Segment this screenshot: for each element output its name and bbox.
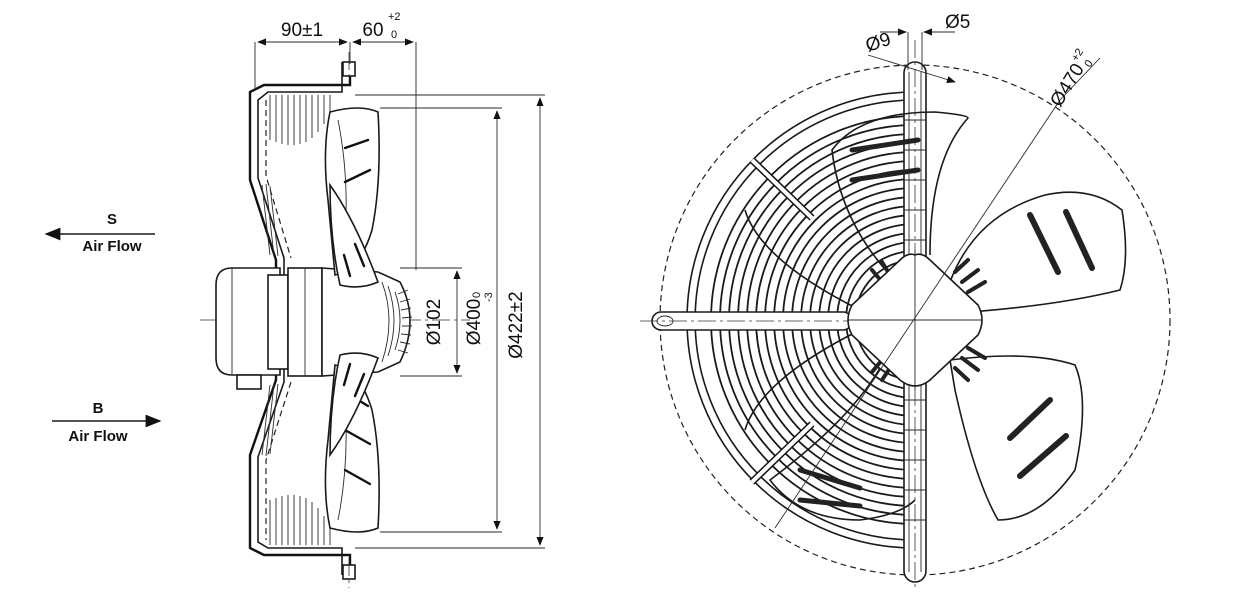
dimension-mount-dia: Ø470 +2 0: [1046, 47, 1095, 111]
dimension-motor-dia: Ø102: [400, 267, 462, 377]
dim-motor-dia-text: Ø102: [424, 299, 445, 345]
dimension-slot: Ø5: [880, 12, 970, 70]
motor-body: [215, 267, 413, 390]
front-blade-top: [831, 111, 969, 276]
guard-struts: [749, 157, 815, 485]
guard-dashed-profile: [265, 100, 292, 540]
dim-mount-dia-tol-lower: 0: [1082, 58, 1095, 70]
blade-lower: [324, 352, 380, 533]
front-blade-right-upper: [949, 191, 1127, 313]
dimension-guard-dia: Ø422±2: [355, 94, 545, 549]
front-blade-left: [744, 209, 916, 521]
dim-depth-rear-text: 60: [362, 20, 383, 41]
suction-letter: S: [107, 211, 117, 228]
dim-blade-dia-text: Ø400: [464, 299, 485, 345]
horizontal-mount-bar: [640, 311, 860, 331]
dimension-blade-dia: Ø400 0 -3: [380, 107, 502, 533]
airflow-suction-label: S Air Flow: [44, 211, 155, 255]
dim-hole-text: Ø9: [863, 29, 894, 57]
airflow-blowing-label: B Air Flow: [52, 400, 162, 445]
guard-ring-top-hatch: [269, 95, 331, 145]
motor-hub-front: [847, 250, 983, 390]
dim-depth-front-text: 90±1: [281, 20, 323, 41]
dim-depth-rear-tol-upper: +2: [388, 11, 401, 23]
dim-slot-text: Ø5: [945, 12, 970, 33]
mount-dia-leader: [774, 99, 1061, 529]
dim-mount-dia-text: Ø470: [1046, 60, 1088, 111]
dim-blade-dia-tol-lower: -3: [483, 292, 495, 302]
dim-guard-dia-text: Ø422±2: [506, 291, 527, 358]
side-view: 90±1 60 +2 0 Ø102 Ø400 0 -3 Ø422±2: [200, 11, 545, 588]
guard-ring-bottom-hatch: [269, 495, 331, 545]
blade-upper: [324, 107, 380, 288]
guard-strut-hatch: [261, 183, 279, 457]
hub-fins: [397, 289, 413, 354]
dim-blade-dia-tol-upper: 0: [471, 292, 483, 298]
front-blade-right-lower: [949, 355, 1084, 521]
dimension-depth-rear: 60 +2 0: [352, 11, 417, 270]
front-view: Ø5 Ø9 Ø470 +2 0: [640, 12, 1171, 590]
hub-blade-roots: [870, 258, 987, 382]
cable-gland: [236, 374, 262, 390]
dimension-depth-front: 90±1: [254, 20, 351, 90]
mount-bolt-top: [342, 52, 356, 82]
bar-clips: [904, 119, 926, 521]
mount-bolt-bottom: [342, 558, 356, 588]
dim-depth-rear-tol-lower: 0: [391, 29, 397, 41]
dim-mount-dia-tol-upper: +2: [1069, 47, 1086, 64]
blowing-text: Air Flow: [68, 428, 127, 445]
blowing-letter: B: [93, 400, 104, 417]
suction-text: Air Flow: [82, 238, 141, 255]
